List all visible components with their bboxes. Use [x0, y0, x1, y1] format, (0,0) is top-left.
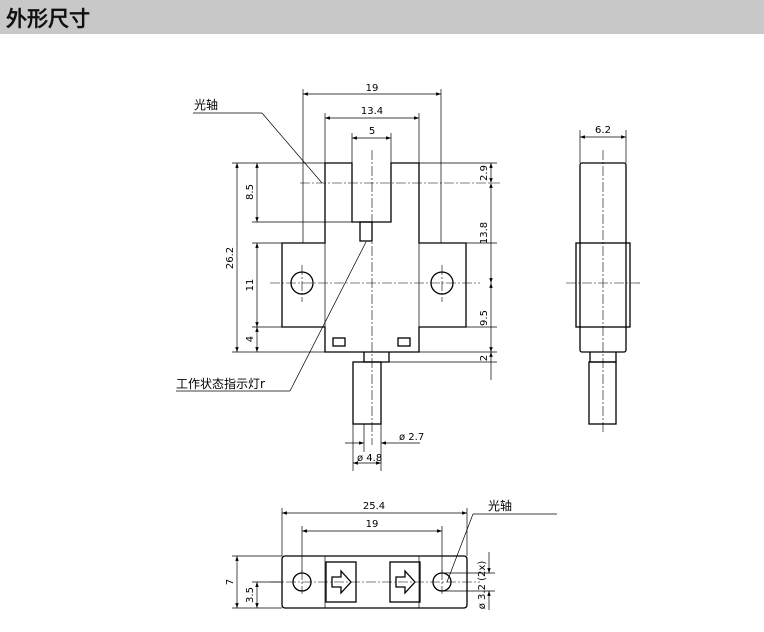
top-view: 25.4 19 7 3.5 ø 3.2 (2x) 光轴	[225, 498, 557, 610]
dim-height-8-5: 8.5	[245, 184, 256, 200]
front-view: 19 13.4 5 26.2 8.5 11 4 2.9 13.8	[176, 83, 500, 471]
indicator-label: 工作状态指示灯r	[176, 376, 265, 391]
sensor-body-outline	[281, 162, 467, 353]
header-bar: 外形尺寸	[0, 0, 764, 34]
dim-height-4: 4	[245, 336, 256, 342]
dim-width-19: 19	[366, 83, 379, 94]
dim-height-13-8: 13.8	[479, 222, 490, 244]
dim-hole-diameter: ø 3.2 (2x)	[477, 561, 488, 610]
side-cable	[588, 361, 617, 425]
top-optical-axis-label: 光轴	[488, 498, 512, 513]
dim-top-width-25-4: 25.4	[363, 501, 385, 512]
dim-width-13-4: 13.4	[361, 106, 383, 117]
page-title: 外形尺寸	[6, 7, 90, 31]
indicator-light	[359, 221, 373, 242]
dim-diameter-2-7: ø 2.7	[399, 432, 424, 443]
dim-slot-5: 5	[369, 126, 375, 137]
arrow-right-icon	[395, 569, 416, 595]
dim-height-26-2: 26.2	[225, 247, 236, 269]
cable	[352, 361, 382, 425]
side-view: 6.2	[566, 125, 640, 432]
dim-top-height-7: 7	[225, 579, 236, 585]
dim-top-width-19: 19	[366, 519, 379, 530]
arrow-right-icon	[331, 569, 352, 595]
dim-height-11: 11	[245, 279, 256, 292]
dim-height-2: 2	[479, 355, 490, 361]
dim-height-2-9: 2.9	[479, 165, 490, 181]
dim-diameter-4-8: ø 4.8	[357, 453, 382, 464]
dim-side-width-6-2: 6.2	[595, 125, 611, 136]
optical-axis-label: 光轴	[194, 97, 218, 112]
dim-top-height-3-5: 3.5	[245, 587, 256, 603]
dim-height-9-5: 9.5	[479, 310, 490, 326]
